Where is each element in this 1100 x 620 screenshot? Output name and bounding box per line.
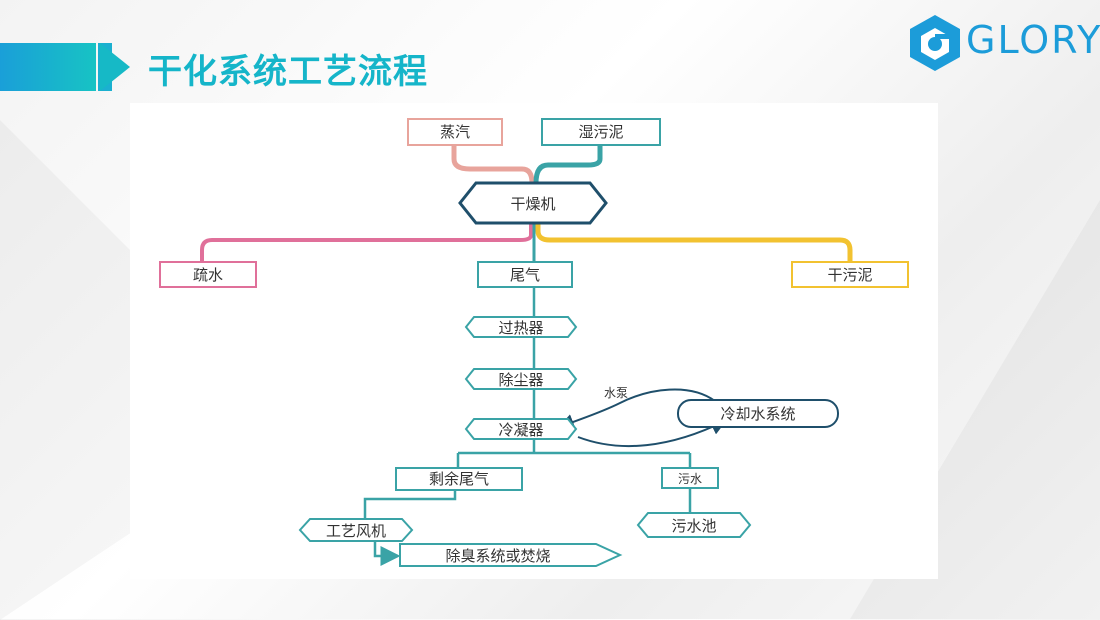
steam-label: 蒸汽 [440,123,470,141]
residual-gas-box [395,467,523,491]
sewage-pool-label: 污水池 [671,517,716,535]
dry-sludge-box [791,261,909,288]
slide-title: 干化系统工艺流程 [148,52,428,92]
fan-node [298,518,414,542]
dust-remover-node [464,368,578,390]
steam-connector [451,145,535,184]
tail-gas-box [477,261,573,288]
title-accent-bar [0,43,96,91]
sewage-pool-node [636,512,752,538]
drain-box [159,261,257,288]
residual-gas-label: 剩余尾气 [429,470,489,488]
sewage-box [661,467,719,489]
dust-remover-label: 除尘器 [498,371,543,389]
dryer-label: 干燥机 [510,195,555,213]
condenser-label: 冷凝器 [498,421,543,439]
cooling-supply-arrow [577,419,727,448]
flow-diagram: 蒸汽 湿污泥 干燥机 疏水 尾气 干污泥 过热器 除尘器 冷凝器 冷却水系统 水… [159,118,909,567]
pump-label: 水泵 [604,386,628,400]
steam-box [407,118,503,146]
wet-sludge-connector [533,145,603,184]
wet-sludge-box [541,118,661,146]
residual-to-fan [363,489,457,519]
dryer-node [458,181,608,225]
superheater-label: 过热器 [498,319,543,337]
glory-logo [910,15,960,71]
cooling-system-label: 冷却水系统 [720,405,795,423]
sewage-label: 污水 [678,472,702,486]
fan-label: 工艺风机 [326,522,386,540]
wet-sludge-label: 湿污泥 [578,123,623,141]
drain-label: 疏水 [193,266,223,284]
drain-connector [200,223,533,261]
superheater-node [464,316,578,338]
fan-to-deodor [373,540,401,566]
deodor-label: 除臭系统或焚烧 [445,547,550,565]
dry-sludge-connector [535,223,853,261]
logo-text: GLORY [966,18,1100,62]
deodor-node [399,543,623,567]
flow-diagram-panel: 蒸汽 湿污泥 干燥机 疏水 尾气 干污泥 过热器 除尘器 冷凝器 冷却水系统 水… [130,103,938,579]
cooling-system-node [677,399,839,428]
condenser-split [456,439,692,468]
title-arrow-icon [100,43,130,91]
cooling-return-arrow [558,388,716,430]
condenser-node [464,418,578,440]
dry-sludge-label: 干污泥 [827,266,872,284]
tail-gas-label: 尾气 [510,266,540,284]
